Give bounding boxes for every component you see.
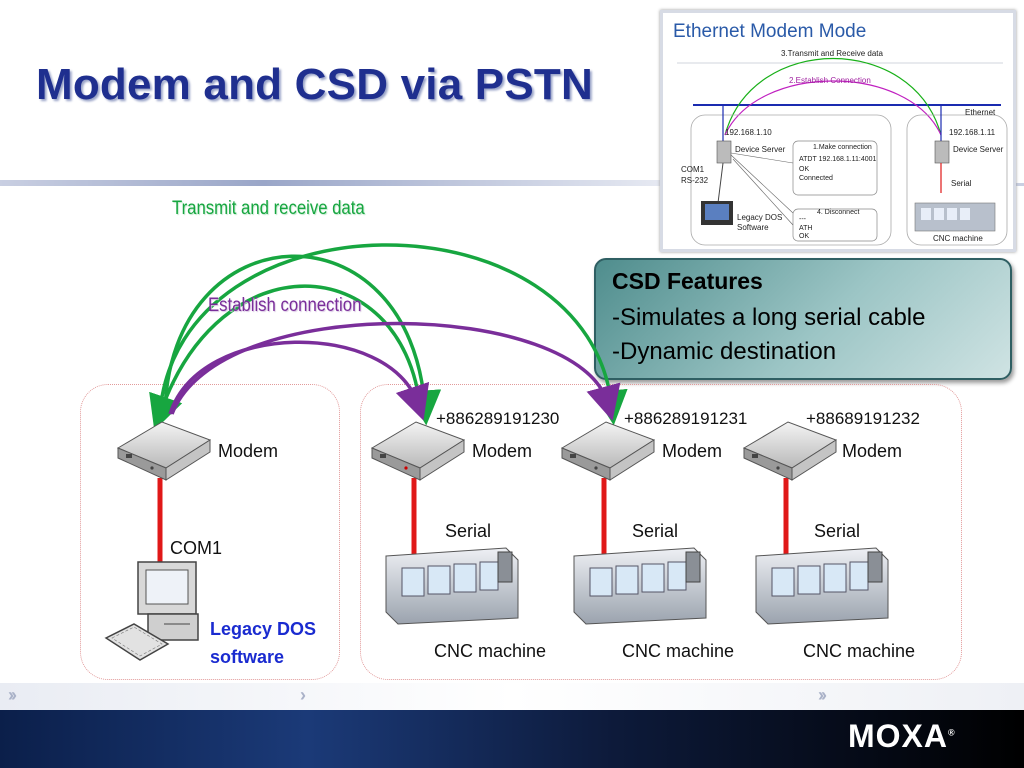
inset-title: Ethernet Modem Mode (673, 21, 867, 42)
inset-rs232-cable (717, 162, 724, 204)
local-site-group (80, 384, 340, 680)
inset-step2: 2.Establish Connection (789, 76, 871, 85)
serial-label-3: Serial (814, 521, 861, 541)
brand-name: MOXA (848, 718, 948, 754)
phone-number-3: +88689191232 (806, 409, 920, 428)
cnc-machine-icon-3 (755, 547, 889, 625)
inset-ethernet-label: Ethernet (965, 108, 996, 117)
inset-cnc-label: CNC machine (933, 234, 983, 243)
cnc-machine-icon-2 (573, 547, 707, 625)
inset-ip-left: 192.168.1.10 (725, 128, 772, 137)
legacy-dos-label: Legacy DOS software (210, 615, 316, 671)
phone-number-1: +886289191230 (436, 409, 560, 428)
chevron-right-icon: ›› (8, 685, 17, 705)
csd-features-box: CSD Features -Simulates a long serial ca… (594, 258, 1012, 380)
modem-label-1: Modem (472, 441, 533, 461)
chevron-right-icon: › (300, 685, 306, 705)
legacy-line-1: Legacy DOS (210, 619, 317, 639)
inset-right-box (906, 114, 1008, 246)
inset-ok-2: OK (799, 233, 810, 240)
cnc-machine-icon-1 (385, 547, 519, 625)
modem-label-3: Modem (842, 441, 903, 461)
feature-item-2: -Dynamic destination (612, 338, 837, 365)
inset-ok-1: OK (799, 166, 810, 173)
inset-left-box (690, 114, 892, 246)
remote-sites-group (360, 384, 962, 680)
transmit-arc-1 (163, 254, 442, 426)
legacy-line-2: software (210, 647, 285, 667)
inset-connected: Connected (799, 175, 833, 182)
inset-device-server-right: Device Server (953, 145, 1004, 154)
inset-transmit-arc (724, 57, 942, 136)
transmit-label: Transmit and receive data (172, 198, 365, 219)
ethernet-modem-mode-inset: Ethernet Modem Mode 3.Transmit and Rece (660, 10, 1016, 252)
establish-arc-1 (168, 340, 430, 421)
inset-device-server-right-icon (934, 140, 950, 164)
footer-strip (0, 683, 1024, 710)
inset-callout-connect (792, 140, 878, 196)
inset-serial-label: Serial (951, 179, 972, 188)
inset-step3: 3.Transmit and Receive data (781, 49, 883, 58)
feature-item-1: -Simulates a long serial cable (612, 304, 926, 331)
inset-com-label: COM1 (681, 165, 705, 174)
modem-label-2: Modem (662, 441, 723, 461)
local-modem-label: Modem (218, 441, 279, 461)
legacy-pc-icon (104, 561, 199, 661)
modem-icon-2 (560, 421, 656, 481)
moxa-logo: MOXA® (848, 718, 956, 755)
inset-device-server-left-icon (716, 140, 732, 164)
cnc-label-1: CNC machine (434, 641, 547, 661)
transmit-return-arrow (149, 284, 422, 431)
inset-at-command: ATDT 192.168.1.11:4001 (799, 156, 877, 163)
modem-icon-1 (370, 421, 466, 481)
inset-legacy-line1: Legacy DOS (737, 213, 783, 222)
cnc-label-3: CNC machine (803, 641, 916, 661)
inset-diagram (677, 57, 1008, 246)
footer-band (0, 710, 1024, 768)
inset-dashes: --- (799, 216, 806, 223)
inset-ip-right: 192.168.1.11 (949, 128, 996, 137)
brand-mark: ® (948, 727, 956, 738)
inset-laptop-screen (705, 204, 729, 220)
inset-step4: 4. Disconnect (817, 209, 860, 216)
establish-arc-2 (170, 321, 621, 421)
serial-label-1: Serial (445, 521, 492, 541)
slide-title: Modem and CSD via PSTN (36, 60, 593, 109)
inset-device-server-left: Device Server (735, 145, 786, 154)
modem-icon-3 (742, 421, 838, 481)
establish-label: Establish connection (208, 295, 362, 316)
serial-label-2: Serial (632, 521, 679, 541)
phone-number-2: +886289191231 (624, 409, 748, 428)
inset-rs232-label: RS-232 (681, 176, 709, 185)
title-underline-bar (0, 180, 660, 186)
inset-establish-arc (724, 80, 942, 136)
com1-label: COM1 (170, 538, 223, 558)
features-heading: CSD Features (612, 268, 763, 294)
cnc-label-2: CNC machine (622, 641, 735, 661)
local-modem-icon (116, 421, 212, 481)
inset-legacy-line2: Software (737, 223, 769, 232)
inset-ath: ATH (799, 225, 813, 232)
chevron-right-icon: ›› (818, 685, 827, 705)
transmit-arc-2 (158, 243, 628, 426)
inset-step1: 1.Make connection (813, 144, 872, 151)
